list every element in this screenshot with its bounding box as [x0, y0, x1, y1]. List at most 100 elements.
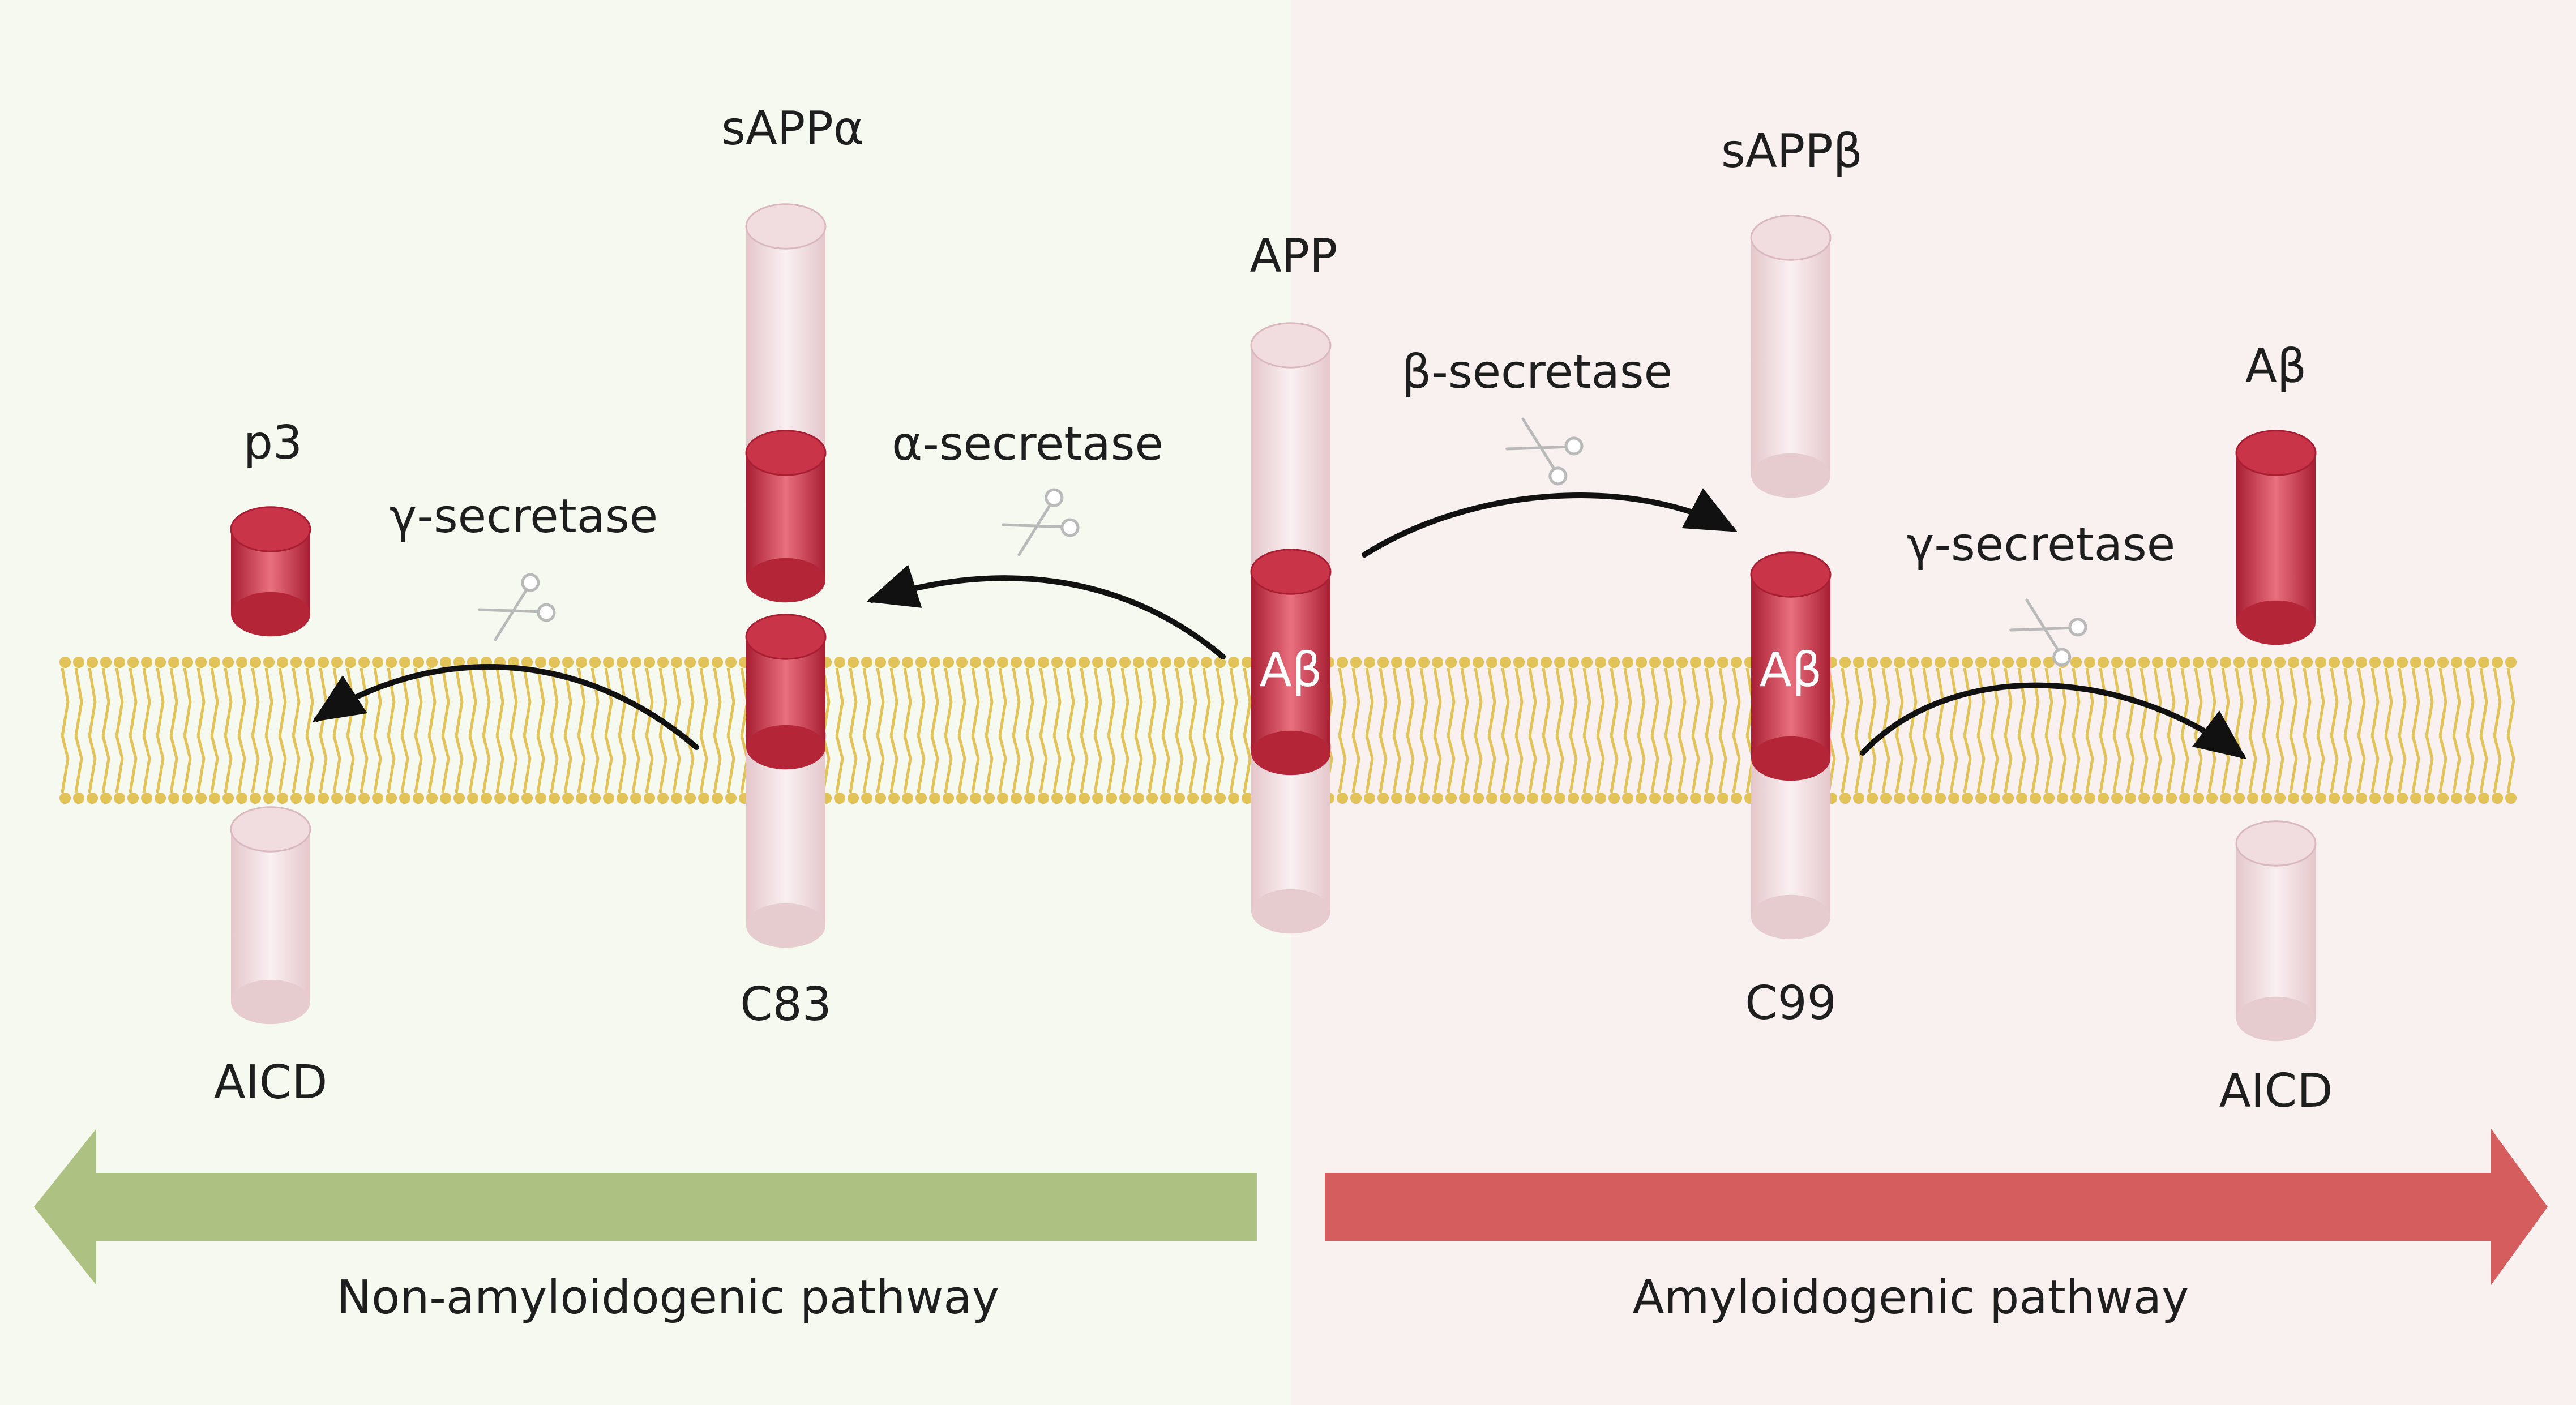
lipid-head: [1364, 793, 1375, 804]
lipid-head: [413, 793, 424, 804]
lipid-head: [1717, 793, 1728, 804]
lipid-head: [1853, 657, 1864, 668]
lipid-head: [1160, 793, 1171, 804]
lipid-head: [250, 657, 261, 668]
lipid-head: [970, 657, 981, 668]
lipid-head: [521, 793, 533, 804]
cleavage-arrows: [312, 488, 2247, 759]
lipid-head: [1106, 793, 1117, 804]
lipid-head: [1445, 793, 1457, 804]
lipid-head: [1636, 793, 1647, 804]
lipid-head: [684, 793, 696, 804]
lipid-head: [141, 657, 152, 668]
sappb-fragment: [1750, 215, 1832, 498]
lipid-head: [1024, 793, 1035, 804]
lipid-head: [1214, 793, 1226, 804]
lipid-head: [195, 793, 207, 804]
lipid-head: [2383, 657, 2394, 668]
lipid-head: [1174, 657, 1185, 668]
abeta-c99-label: Aβ: [1759, 642, 1822, 697]
lipid-head: [277, 657, 288, 668]
lipid-head: [698, 793, 709, 804]
lipid-head: [2478, 657, 2489, 668]
lipid-head: [2342, 657, 2354, 668]
lipid-head: [304, 793, 315, 804]
lipid-head: [2016, 793, 2027, 804]
sappb-label: sAPPβ: [1721, 125, 1863, 178]
lipid-head: [1092, 657, 1103, 668]
lipid-head: [1391, 793, 1402, 804]
lipid-head: [2030, 793, 2041, 804]
lipid-head: [114, 657, 125, 668]
lipid-head: [2220, 793, 2231, 804]
lipid-head: [1228, 657, 1239, 668]
lipid-head: [1581, 657, 1593, 668]
lipid-head: [2030, 657, 2041, 668]
lipid-head: [1432, 657, 1443, 668]
lipid-head: [277, 793, 288, 804]
lipid-head: [1839, 793, 1851, 804]
lipid-head: [2233, 793, 2245, 804]
lipid-head: [209, 657, 220, 668]
lipid-head: [1527, 793, 1538, 804]
lipid-head: [1242, 793, 1253, 804]
lipid-head: [2098, 793, 2109, 804]
lipid-head: [712, 657, 723, 668]
lipid-head: [2098, 657, 2109, 668]
lipid-head: [1445, 657, 1457, 668]
lipid-head: [630, 657, 641, 668]
lipid-head: [1717, 657, 1728, 668]
lipid-head: [549, 657, 560, 668]
lipid-head: [1636, 657, 1647, 668]
lipid-head: [222, 657, 234, 668]
lipid-head: [888, 657, 900, 668]
lipid-head: [1690, 793, 1701, 804]
lipid-head: [2288, 657, 2299, 668]
lipid-head: [453, 793, 465, 804]
lipid-head: [1663, 793, 1674, 804]
lipid-head: [1676, 793, 1688, 804]
lipid-head: [1486, 793, 1497, 804]
lipid-head: [562, 793, 574, 804]
lipid-head: [997, 657, 1008, 668]
lipid-head: [1011, 657, 1022, 668]
lipid-head: [535, 793, 546, 804]
lipid-head: [725, 657, 737, 668]
lipid-head: [2478, 793, 2489, 804]
lipid-head: [1622, 793, 1633, 804]
lipid-head: [209, 793, 220, 804]
lipid-head: [168, 657, 179, 668]
lipid-head: [712, 793, 723, 804]
lipid-head: [358, 793, 370, 804]
amyloidogenic-arrow: [1325, 1129, 2548, 1285]
lipid-head: [617, 793, 628, 804]
lipid-head: [304, 657, 315, 668]
lipid-head: [1500, 657, 1511, 668]
lipid-head: [399, 793, 410, 804]
lipid-head: [372, 793, 383, 804]
lipid-head: [1146, 657, 1158, 668]
lipid-head: [1554, 793, 1565, 804]
lipid-head: [1935, 793, 1946, 804]
lipid-head: [861, 657, 872, 668]
lipid-head: [698, 657, 709, 668]
aicd-label-right: AICD: [2219, 1064, 2333, 1118]
lipid-head: [2451, 657, 2462, 668]
protein-fragments: [230, 203, 2317, 1042]
lipid-head: [1921, 793, 1932, 804]
lipid-head: [426, 793, 438, 804]
lipid-head: [1228, 793, 1239, 804]
lipid-head: [250, 793, 261, 804]
lipid-head: [222, 793, 234, 804]
lipid-head: [603, 793, 614, 804]
lipid-head: [943, 657, 954, 668]
gamma-secretase-label-left: γ-secretase: [390, 490, 658, 543]
lipid-head: [2369, 793, 2381, 804]
lipid-head: [1513, 657, 1525, 668]
lipid-head: [1867, 793, 1878, 804]
lipid-head: [1418, 657, 1430, 668]
lipid-head: [440, 657, 451, 668]
lipid-head: [1676, 657, 1688, 668]
gamma-secretase-label-right: γ-secretase: [1907, 518, 2175, 572]
lipid-head: [848, 793, 859, 804]
